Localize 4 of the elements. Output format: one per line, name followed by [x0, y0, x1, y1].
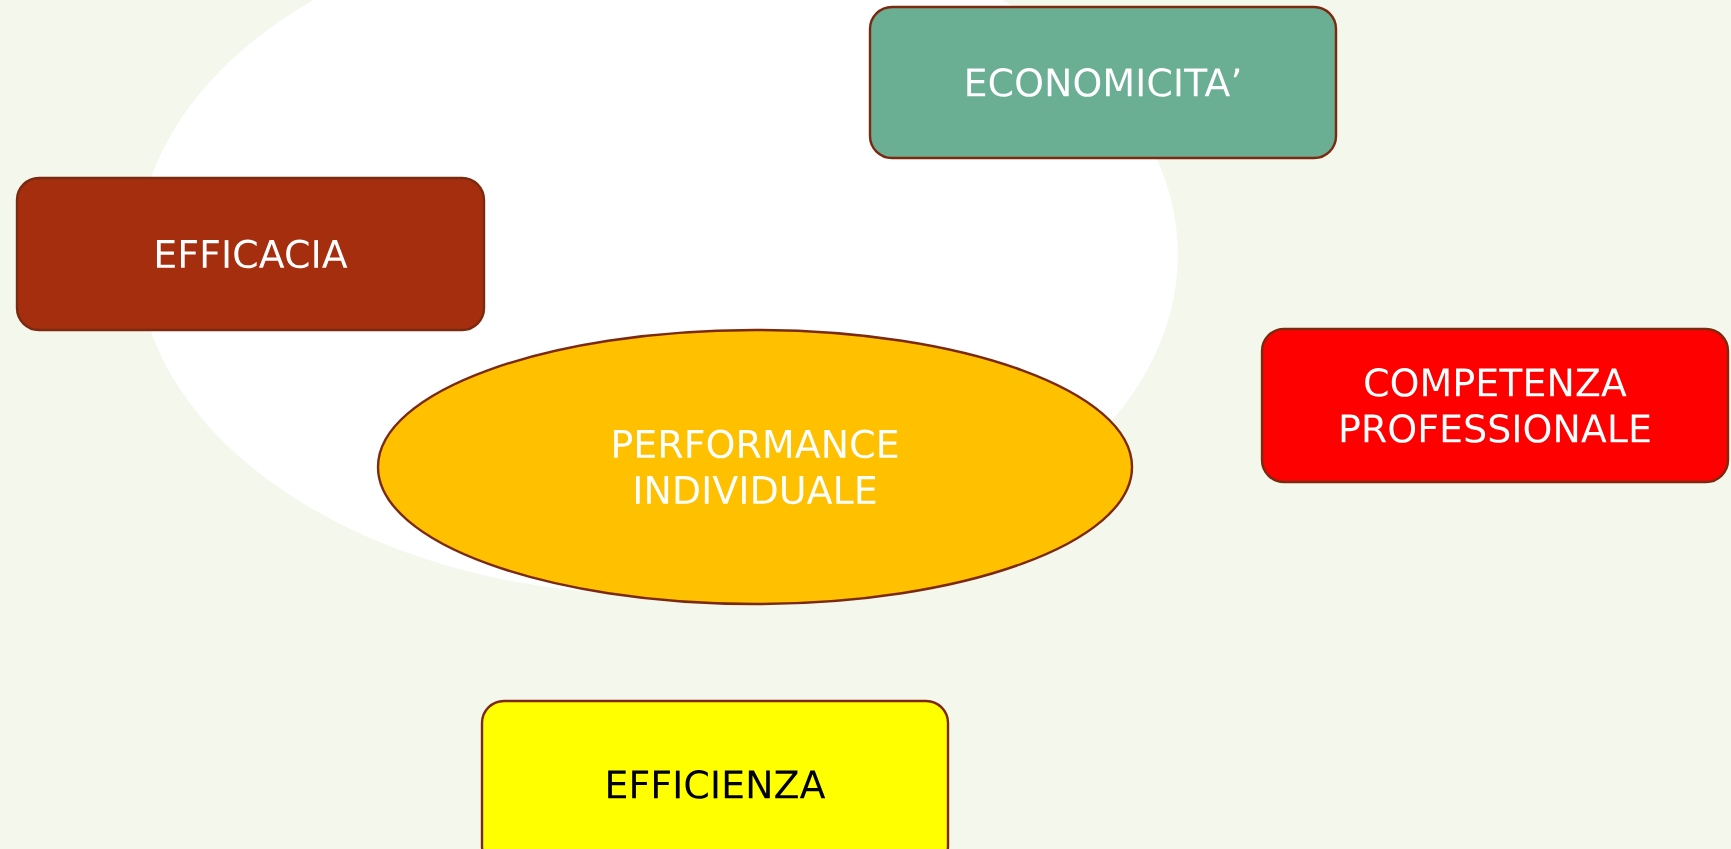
rounded-box: COMPETENZA PROFESSIONALE [1260, 327, 1730, 484]
rounded-box: ECONOMICITA’ [868, 5, 1338, 160]
rounded-box: EFFICACIA [15, 176, 486, 332]
rounded-box: EFFICIENZA [480, 699, 950, 849]
